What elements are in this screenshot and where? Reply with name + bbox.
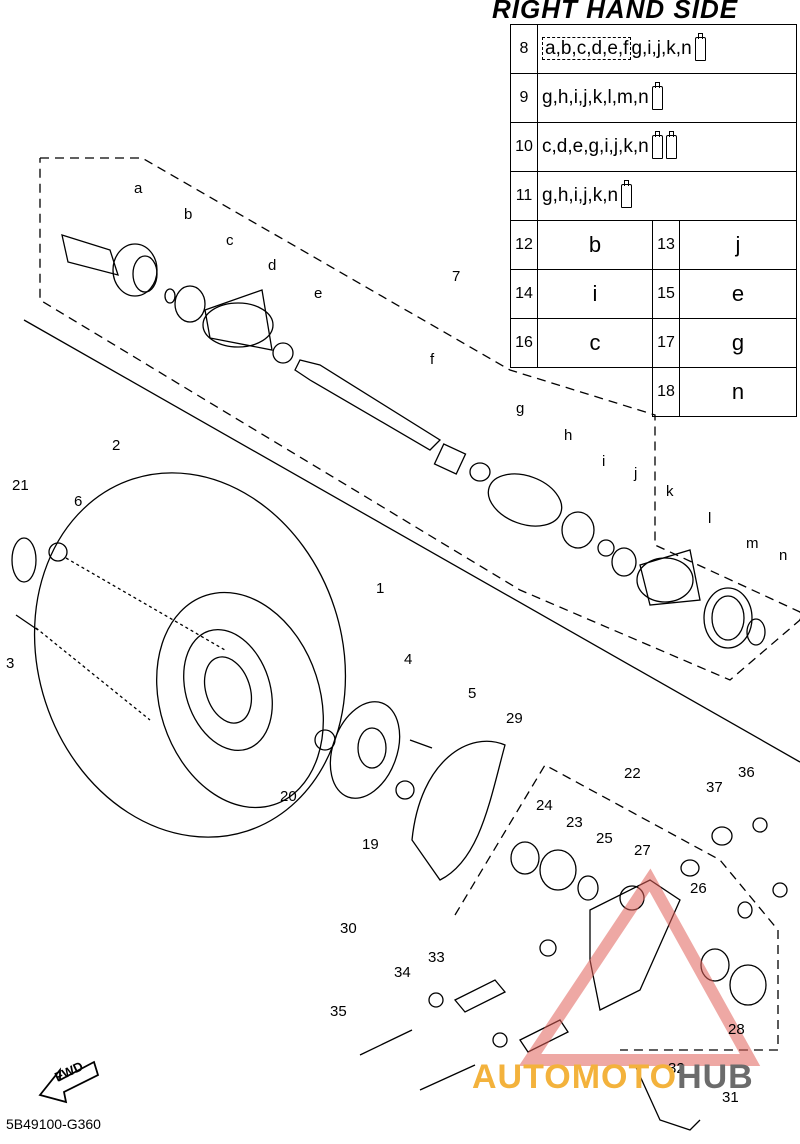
- label-31: 31: [722, 1089, 739, 1106]
- label-4: 4: [404, 651, 412, 668]
- label-6: 6: [74, 493, 82, 510]
- label-5: 5: [468, 685, 476, 702]
- label-f: f: [430, 351, 435, 368]
- label-23: 23: [566, 814, 583, 831]
- label-35: 35: [330, 1003, 347, 1020]
- number-labels: 1 2 3 4 5 6 7 19 20 21 22 23 24 25 26 27…: [6, 268, 755, 1106]
- wheel-nut-parts: [11, 537, 68, 631]
- ref-contents: g,h,i,j,k,l,m,n: [537, 73, 797, 123]
- table-row: 16 c 17 g: [510, 318, 797, 368]
- ref-value: n: [679, 367, 797, 417]
- grease-tube-icon: [651, 82, 663, 110]
- table-row: 18 n: [511, 367, 797, 417]
- ref-number: 16: [510, 318, 538, 368]
- label-h: h: [564, 427, 572, 444]
- label-n: n: [779, 547, 787, 564]
- label-2: 2: [112, 437, 120, 454]
- label-21: 21: [12, 477, 29, 494]
- axis-line: [23, 319, 800, 763]
- label-32: 32: [668, 1060, 685, 1077]
- assembly-22-boundary: [454, 764, 779, 1051]
- label-d: d: [268, 257, 276, 274]
- ref-value: j: [679, 220, 797, 270]
- diagram-title: RIGHT HAND SIDE: [492, 0, 739, 24]
- parts-list: g,h,i,j,k,l,m,n: [542, 87, 649, 109]
- hub: [314, 701, 433, 800]
- label-30: 30: [340, 920, 357, 937]
- ref-contents: c,d,e,g,i,j,k,n: [537, 122, 797, 172]
- stud-guide-lines: [35, 557, 226, 721]
- forward-arrow-icon: [38, 1060, 100, 1104]
- ref-value: c: [537, 318, 653, 368]
- label-i: i: [602, 453, 605, 470]
- tire: [33, 472, 347, 838]
- label-l: l: [708, 510, 711, 527]
- grease-tube-icon: [665, 131, 677, 159]
- grease-tube-icon: [621, 180, 633, 208]
- watermark-triangle-icon: [518, 868, 761, 1066]
- label-g: g: [516, 400, 524, 417]
- label-24: 24: [536, 797, 553, 814]
- drive-shaft-parts: [61, 234, 766, 649]
- label-7: 7: [452, 268, 460, 285]
- label-22: 22: [624, 765, 641, 782]
- label-k: k: [666, 483, 674, 500]
- table-row: 11 g,h,i,j,k,n: [510, 171, 797, 221]
- ref-value: g: [679, 318, 797, 368]
- ref-number: 12: [510, 220, 538, 270]
- label-36: 36: [738, 764, 755, 781]
- label-19: 19: [362, 836, 379, 853]
- table-row: 14 i 15 e: [510, 269, 797, 319]
- parts-list: g,i,j,k,n: [631, 38, 692, 60]
- label-28: 28: [728, 1021, 745, 1038]
- parts-list: c,d,e,g,i,j,k,n: [542, 136, 649, 158]
- watermark-text-auto: AUTOMOTO: [472, 1058, 678, 1096]
- label-27: 27: [634, 842, 651, 859]
- label-20: 20: [280, 788, 297, 805]
- letter-labels: a b c d e f g h i j k l m n: [134, 180, 787, 564]
- watermark-logo: AUTOMOTOHUB: [472, 1058, 754, 1097]
- grease-tube-icon: [651, 131, 663, 159]
- watermark-text-hub: HUB: [677, 1058, 754, 1096]
- table-row: 9 g,h,i,j,k,l,m,n: [510, 73, 797, 123]
- ref-value: e: [679, 269, 797, 319]
- label-26: 26: [690, 880, 707, 897]
- ref-number: 8: [510, 24, 538, 74]
- ref-number: 14: [510, 269, 538, 319]
- ref-number: 17: [652, 318, 680, 368]
- label-j: j: [633, 465, 637, 482]
- label-a: a: [134, 180, 143, 197]
- label-37: 37: [706, 779, 723, 796]
- parts-list: g,h,i,j,k,n: [542, 185, 619, 207]
- table-row: 10 c,d,e,g,i,j,k,n: [510, 122, 797, 172]
- ref-value: i: [537, 269, 653, 319]
- diagram-code: 5B49100-G360: [6, 1116, 101, 1132]
- ref-number: 10: [510, 122, 538, 172]
- label-b: b: [184, 206, 192, 223]
- label-33: 33: [428, 949, 445, 966]
- label-e: e: [314, 285, 322, 302]
- ref-contents: g,h,i,j,k,n: [537, 171, 797, 221]
- label-1: 1: [376, 580, 384, 597]
- ref-number: 18: [652, 367, 680, 417]
- brake-disc: [411, 740, 506, 881]
- label-34: 34: [394, 964, 411, 981]
- label-25: 25: [596, 830, 613, 847]
- label-m: m: [746, 535, 759, 552]
- label-29: 29: [506, 710, 523, 727]
- label-3: 3: [6, 655, 14, 672]
- grease-tube-icon: [694, 33, 706, 61]
- label-c: c: [226, 232, 234, 249]
- boxed-parts: a,b,c,d,e,f: [542, 37, 632, 61]
